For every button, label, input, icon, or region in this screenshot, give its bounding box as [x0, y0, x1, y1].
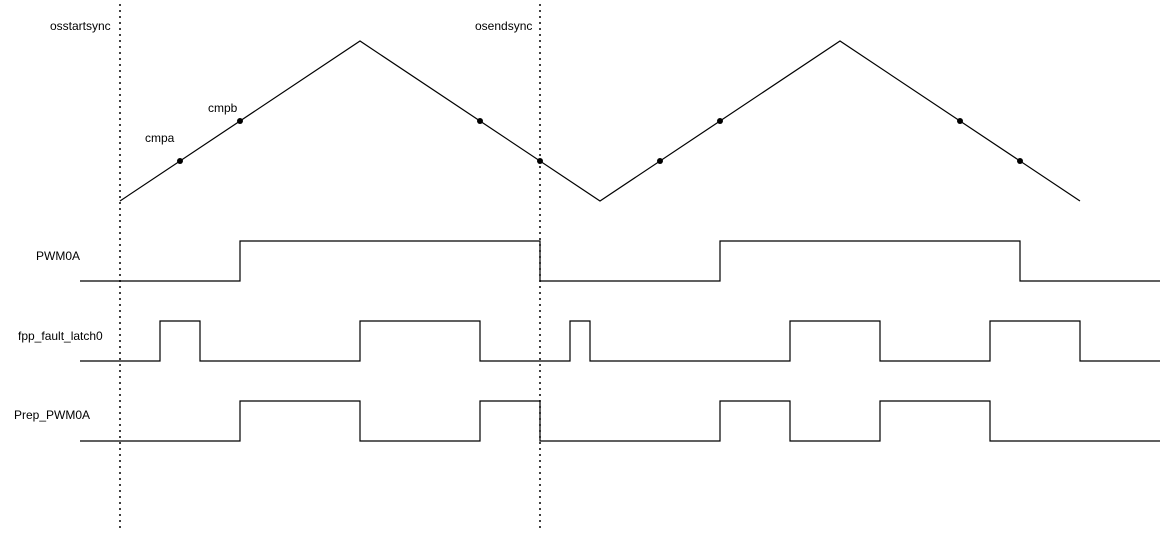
fpp-fault-latch0-waveform [80, 320, 1160, 362]
carrier-triangle-wave [119, 40, 1081, 202]
carrier-compare-point [477, 118, 483, 124]
osendsync-label: osendsync [475, 19, 532, 33]
carrier-compare-point [537, 158, 543, 164]
prep-pwm0a-signal-label: Prep_PWM0A [14, 408, 90, 422]
fpp-fault-latch0-signal-label: fpp_fault_latch0 [18, 329, 103, 343]
prep-pwm0a-waveform [80, 400, 1160, 442]
carrier-compare-point [237, 118, 243, 124]
pwm0a-signal-label: PWM0A [36, 249, 80, 263]
carrier-compare-point [177, 158, 183, 164]
carrier-compare-point [657, 158, 663, 164]
carrier-compare-point [957, 118, 963, 124]
osstartsync-label: osstartsync [50, 19, 111, 33]
carrier-compare-point [717, 118, 723, 124]
cmpa-label: cmpa [145, 131, 175, 145]
carrier-compare-point [1017, 158, 1023, 164]
cmpb-label: cmpb [208, 101, 238, 115]
pwm0a-waveform [80, 240, 1160, 282]
